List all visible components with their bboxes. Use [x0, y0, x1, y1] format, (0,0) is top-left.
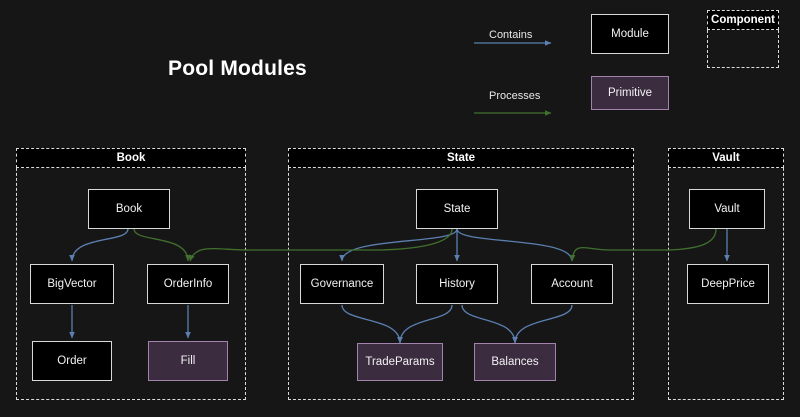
edge-vault-account [569, 228, 717, 262]
node-book[interactable]: Book [88, 189, 170, 229]
node-governance[interactable]: Governance [300, 264, 384, 304]
node-tradeparams[interactable]: TradeParams [357, 343, 443, 381]
page-title: Pool Modules [168, 57, 307, 80]
node-deepprice[interactable]: DeepPrice [687, 264, 769, 304]
edge-book-orderinfo [133, 228, 191, 262]
edge-book-bigvector [69, 228, 129, 262]
legend-component-header: Component [707, 10, 779, 30]
legend-module-box: Module [591, 14, 669, 54]
node-account[interactable]: Account [531, 264, 613, 304]
legend-contains-label: Contains [489, 29, 533, 41]
cluster-state-header: State [288, 148, 634, 168]
legend-processes-label: Processes [489, 90, 541, 102]
node-fill[interactable]: Fill [148, 341, 228, 381]
node-bigvector[interactable]: BigVector [30, 264, 114, 304]
edge-state-governance [339, 228, 458, 262]
edge-history-tradeparams [397, 304, 453, 344]
node-orderinfo[interactable]: OrderInfo [147, 264, 229, 304]
edge-history-balances [461, 304, 518, 344]
edge-account-balances [512, 304, 573, 344]
legend-primitive-box: Primitive [591, 76, 669, 110]
node-vault[interactable]: Vault [689, 189, 765, 229]
node-balances[interactable]: Balances [474, 343, 556, 381]
edge-state-account [456, 228, 575, 262]
cluster-vault-header: Vault [668, 148, 784, 168]
node-order[interactable]: Order [32, 341, 112, 381]
node-state[interactable]: State [416, 189, 498, 229]
node-history[interactable]: History [416, 264, 498, 304]
cluster-book-header: Book [16, 148, 246, 168]
edge-state-orderinfo [189, 228, 453, 262]
edge-governance-tradeparams [341, 304, 403, 344]
